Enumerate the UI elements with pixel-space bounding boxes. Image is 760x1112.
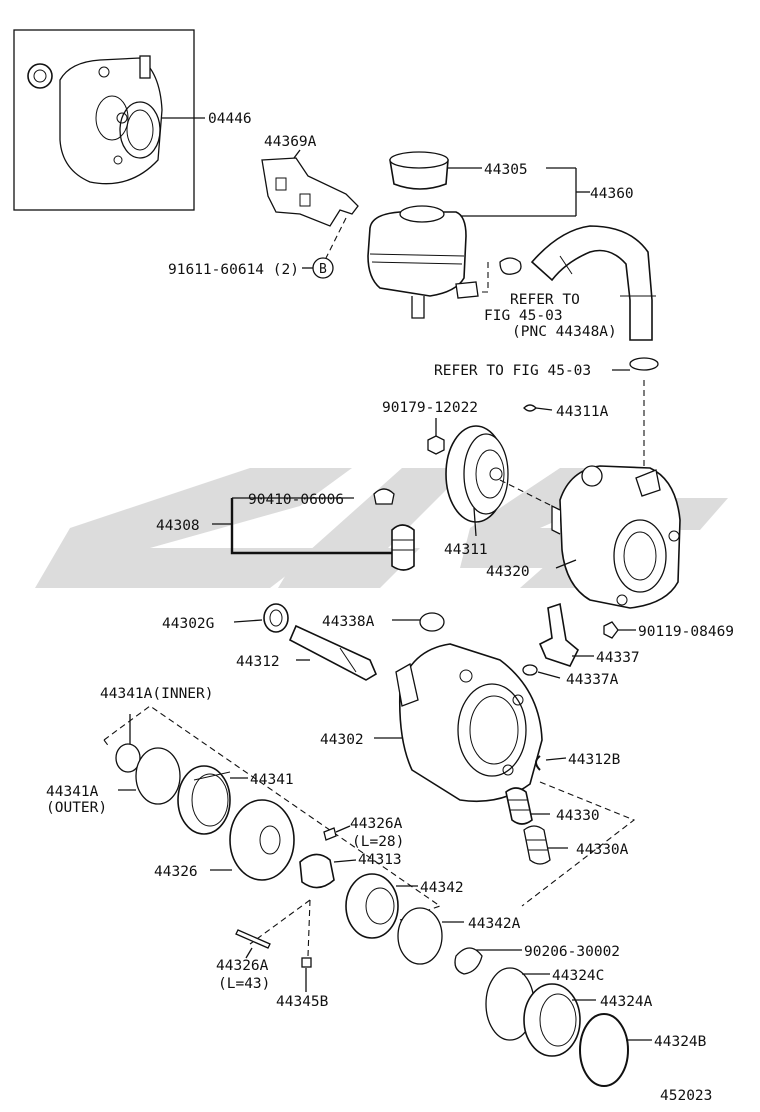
label-44341a-outer-note: (OUTER) <box>46 800 107 816</box>
diagram-number: 452023 <box>660 1088 712 1104</box>
label-44341a-outer: 44341A <box>46 784 99 800</box>
label-90119: 90119-08469 <box>638 624 734 640</box>
label-44313: 44313 <box>358 852 402 868</box>
label-44330a: 44330A <box>576 842 629 858</box>
label-44326a-long-length: (L=43) <box>218 976 270 992</box>
label-44326a-short: 44326A <box>350 816 403 832</box>
kit-frame <box>13 29 195 211</box>
label-b: B <box>319 262 327 277</box>
label-44341a-inner: 44341A(INNER) <box>100 686 214 702</box>
label-90410: 90410-06006 <box>248 492 344 508</box>
return-hose <box>530 225 659 470</box>
label-44337: 44337 <box>596 650 640 666</box>
label-44324a: 44324A <box>600 994 653 1010</box>
label-44312: 44312 <box>236 654 280 670</box>
union-fitting <box>522 602 636 771</box>
label-refer1a: REFER TO <box>510 292 580 308</box>
callout-labels: 04446 44369A 44305 44360 91611-60614 (2)… <box>46 111 734 1104</box>
label-refer1c: (PNC 44348A) <box>512 324 617 340</box>
label-44302: 44302 <box>320 732 364 748</box>
reservoir-bracket <box>261 149 359 259</box>
label-91611: 91611-60614 (2) <box>168 262 299 278</box>
label-44305: 44305 <box>484 162 528 178</box>
label-44342a: 44342A <box>468 916 521 932</box>
label-44311a: 44311A <box>556 404 609 420</box>
label-44341: 44341 <box>250 772 294 788</box>
pump-housing-front <box>374 643 543 803</box>
label-44326a-short-length: (L=28) <box>352 834 404 850</box>
flow-control-valve <box>505 781 636 907</box>
shaft-bearing <box>233 603 445 681</box>
pulley-assembly <box>427 404 561 537</box>
valve-group-bracket <box>212 488 415 571</box>
label-44342: 44342 <box>420 880 464 896</box>
label-44312b: 44312B <box>568 752 621 768</box>
label-44360: 44360 <box>590 186 634 202</box>
label-44302g: 44302G <box>162 616 214 632</box>
label-44320: 44320 <box>486 564 530 580</box>
reference-b-circle <box>312 257 334 279</box>
label-44311: 44311 <box>444 542 488 558</box>
seal-stack <box>397 907 652 1087</box>
label-44324b: 44324B <box>654 1034 707 1050</box>
label-refer1b: FIG 45-03 <box>484 308 563 324</box>
label-90179: 90179-12022 <box>382 400 478 416</box>
label-44345b: 44345B <box>276 994 329 1010</box>
label-44337a: 44337A <box>566 672 619 688</box>
reservoir-cap <box>389 151 590 217</box>
label-04446: 04446 <box>208 111 252 127</box>
label-44338a: 44338A <box>322 614 375 630</box>
reservoir-tank <box>367 205 522 319</box>
label-44369a: 44369A <box>264 134 317 150</box>
label-44326: 44326 <box>154 864 198 880</box>
label-90206: 90206-30002 <box>524 944 620 960</box>
label-44308: 44308 <box>156 518 200 534</box>
label-44326a-long: 44326A <box>216 958 269 974</box>
label-44324c: 44324C <box>552 968 604 984</box>
pump-body-rear <box>551 465 681 609</box>
label-refer2: REFER TO FIG 45-03 <box>434 363 591 379</box>
label-44330: 44330 <box>556 808 600 824</box>
bolt-callout <box>302 257 334 279</box>
gasket-kit-box <box>13 29 205 211</box>
